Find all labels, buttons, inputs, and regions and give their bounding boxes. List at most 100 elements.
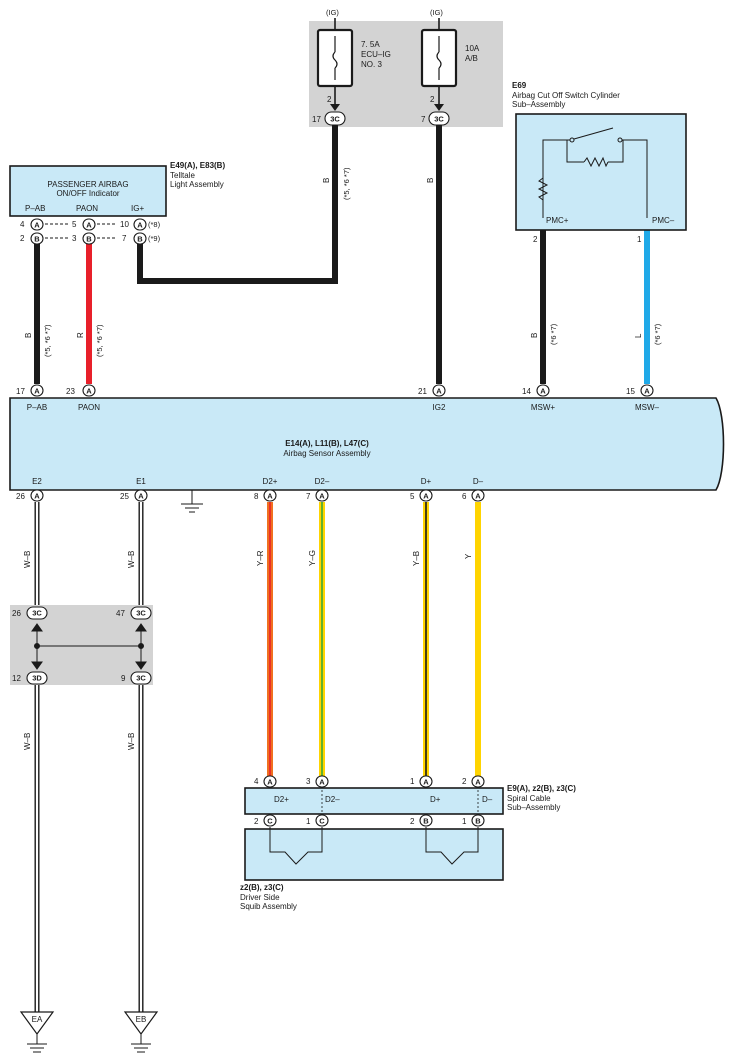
wire-mswp-color: B [530, 333, 539, 338]
fuse1-label-1: 7. 5A [361, 40, 380, 49]
svg-text:A: A [267, 492, 273, 501]
indicator-term-2: PAON [76, 204, 98, 213]
spiral-top-pin: 3 A [306, 775, 329, 788]
squib-name-1: Driver Side [240, 893, 280, 902]
sensor-bottom-pin: 5 A [410, 489, 433, 502]
indicator-rowA-pin3 [133, 218, 147, 231]
fuse1-conn-pin: 17 [312, 115, 321, 124]
squib-code: z2(B), z3(C) [240, 883, 284, 892]
ig-label-2: (IG) [430, 8, 443, 17]
sensor-bottom-pin: 26 A [16, 489, 44, 502]
resistor-icon [537, 177, 549, 201]
sensor-box [9, 397, 725, 491]
sensor-top-pin: 17 A P–AB [16, 384, 47, 412]
spiral-box [244, 787, 504, 815]
svg-text:3: 3 [306, 777, 311, 786]
indicator-rowB-pin2 [82, 232, 96, 245]
svg-text:A: A [319, 778, 325, 787]
junction-tl-pin [26, 606, 48, 620]
ground-icon: EB [123, 1011, 159, 1053]
indicator-name-1: Telltale [170, 171, 195, 180]
e69-pin-left: 2 [533, 235, 538, 244]
indicator-rowB-note: (*9) [148, 234, 161, 243]
svg-text:B: B [475, 817, 481, 826]
spiral-term-dm: D– [482, 795, 493, 804]
sensor-bottom-pin: 25 A [120, 489, 148, 502]
wire-mswm-color: L [634, 333, 643, 338]
spiral-term-dp: D+ [430, 795, 441, 804]
wire-e1a-color: W–B [127, 551, 136, 568]
indicator-term-3: IG+ [131, 204, 144, 213]
svg-text:A: A [267, 778, 273, 787]
spiral-name-1: Spiral Cable [507, 794, 551, 803]
junction-tl-num: 26 [12, 609, 21, 618]
svg-text:2: 2 [462, 777, 467, 786]
svg-text:1: 1 [306, 817, 311, 826]
e69-pin-right-label: PMC– [652, 216, 675, 225]
fuse2-pin: 2 [430, 95, 435, 104]
sensor-top-pin: 21 A IG2 [418, 384, 446, 412]
ground-icon: EA [19, 1011, 55, 1053]
sensor-bottom-pin: 6 A [462, 489, 485, 502]
squib-name-2: Squib Assembly [240, 902, 297, 911]
spiral-bottom-pin: 1 B [462, 814, 485, 827]
e69-pin-right: 1 [637, 235, 642, 244]
junction-splice [31, 623, 147, 670]
svg-text:21: 21 [418, 387, 427, 396]
svg-text:A: A [423, 492, 429, 501]
fuse1-pin: 2 [327, 95, 332, 104]
wire-igplus-color: B [322, 178, 331, 183]
junction-br-conn: 3C [136, 674, 146, 683]
indicator-rowB-pin1-label: B [34, 235, 40, 244]
indicator-rowB-p3: 7 [122, 234, 127, 243]
spiral-term-d2m: D2– [325, 795, 340, 804]
e69-box [515, 113, 687, 231]
sensor-name: Airbag Sensor Assembly [283, 449, 370, 458]
spiral-bottom-pin: 2 B [410, 814, 433, 827]
svg-text:MSW+: MSW+ [531, 403, 556, 412]
junction-br-num: 9 [121, 674, 126, 683]
svg-text:C: C [319, 817, 325, 826]
indicator-rowA-p1: 4 [20, 220, 25, 229]
svg-text:A: A [644, 387, 650, 396]
junction-tr-num: 47 [116, 609, 125, 618]
ground-icon [181, 490, 203, 513]
junction-tr-pin [130, 606, 152, 620]
svg-text:1: 1 [462, 817, 467, 826]
wire-e1b-color: W–B [127, 733, 136, 750]
svg-text:14: 14 [522, 387, 531, 396]
svg-text:A: A [34, 387, 40, 396]
wire-d2p-color: Y–R [256, 550, 265, 566]
indicator-title-2: ON/OFF Indicator [56, 189, 119, 198]
indicator-rowA-p2: 5 [72, 220, 77, 229]
spiral-bottom-pin: 2 C [254, 814, 277, 827]
spiral-term-d2p: D2+ [274, 795, 289, 804]
fuse2-conn-label: 3C [434, 115, 444, 124]
svg-text:A: A [34, 492, 40, 501]
svg-text:A: A [138, 492, 144, 501]
sensor-bottom-label-d2m: D2– [315, 477, 330, 486]
wire-pab-color: B [24, 333, 33, 338]
indicator-rowB-pin1 [30, 232, 44, 245]
spiral-name-2: Sub–Assembly [507, 803, 560, 812]
svg-text:6: 6 [462, 492, 467, 501]
sensor-bottom-pin: 7 A [306, 489, 329, 502]
junction-bl-conn: 3D [32, 674, 42, 683]
wire-igplus [137, 125, 338, 284]
svg-text:7: 7 [306, 492, 311, 501]
indicator-title-1: PASSENGER AIRBAG [47, 180, 128, 189]
indicator-rowA-pin2-label: A [86, 221, 92, 230]
e69-name-2: Sub–Assembly [512, 100, 565, 109]
fuse2-conn-pin: 7 [421, 115, 426, 124]
indicator-rowA-note: (*8) [148, 220, 161, 229]
fuse-icon [420, 28, 458, 104]
indicator-rowA-pin1 [30, 218, 44, 231]
junction-tr-conn: 3C [136, 609, 146, 618]
indicator-rowA-pin1-label: A [34, 221, 40, 230]
sensor-bottom-label-e1: E1 [136, 477, 146, 486]
sensor-bottom-label-dm: D– [473, 477, 484, 486]
indicator-rowB-pin2-label: B [86, 235, 92, 244]
indicator-rowB-pin3 [133, 232, 147, 245]
svg-text:1: 1 [410, 777, 415, 786]
e69-name-1: Airbag Cut Off Switch Cylinder [512, 91, 620, 100]
